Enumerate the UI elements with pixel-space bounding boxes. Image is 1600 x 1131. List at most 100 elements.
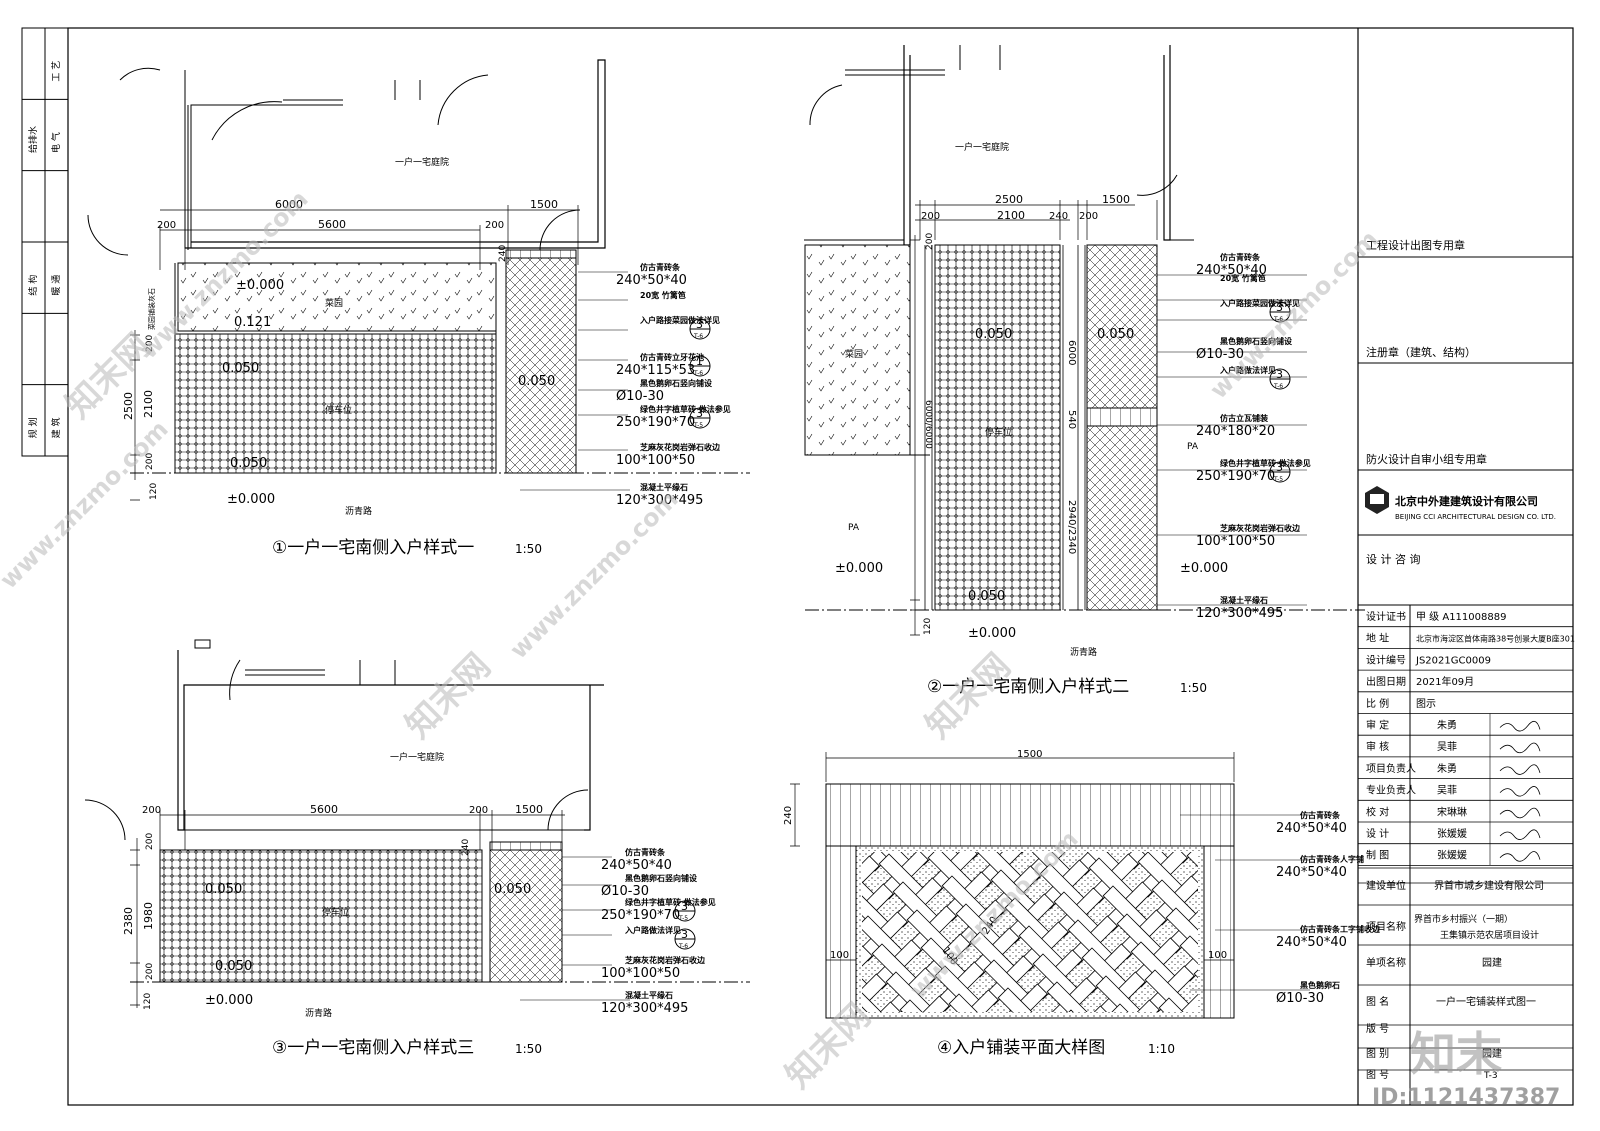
row-value: JS2021GC0009 (1415, 655, 1491, 666)
strip-label: 工 艺 (51, 61, 62, 82)
strip-label: 结 构 (27, 275, 39, 296)
herringbone-brick (1460, 868, 1509, 917)
view-1-scale: 1:50 (515, 542, 542, 556)
row-value: 朱勇 (1437, 763, 1457, 775)
note-name: 绿色井字植草砖 做法参见 (640, 404, 731, 414)
category-value: 园建 (1482, 1047, 1502, 1060)
herringbone-brick (1292, 744, 1341, 793)
note-spec: 240*115*53 (616, 363, 695, 378)
signature (1499, 764, 1541, 775)
herringbone-brick (1158, 997, 1184, 1012)
herringbone-brick (1383, 818, 1432, 867)
view-1-level-4: 0.050 (518, 374, 555, 389)
herringbone-brick (1257, 778, 1306, 827)
signature (1499, 851, 1541, 862)
detail-ref-number: 3 (681, 900, 688, 913)
note-name: 20宽 竹篱笆 (640, 290, 686, 300)
herringbone-brick (899, 999, 923, 1012)
herringbone-brick (1271, 1010, 1320, 1059)
signature (1499, 829, 1541, 840)
herringbone-brick (1229, 926, 1278, 975)
consult-label: 设 计 咨 询 (1366, 552, 1421, 566)
strip-label: 规 划 (27, 417, 39, 438)
note-name: 仿古立瓦铺装 (1220, 413, 1268, 423)
note-name: 绿色井字植草砖 做法参见 (625, 897, 716, 907)
herringbone-brick (1193, 969, 1198, 979)
herringbone-brick (1341, 946, 1390, 995)
detail-ref-sheet: T-5 (678, 915, 688, 922)
drawing-label: 图 名 (1366, 995, 1389, 1008)
view-3-title: ③一户一宅南侧入户样式三 (272, 1038, 474, 1058)
signature (1499, 807, 1541, 819)
stamp-3: 防火设计自审小组专用章 (1366, 452, 1487, 466)
signature (1499, 742, 1541, 754)
number-label: 图 号 (1366, 1069, 1389, 1081)
detail-ref-sheet: T-6 (693, 333, 703, 340)
stamp-2: 注册章（建筑、结构） (1366, 345, 1476, 359)
view-4-dim-margin-r: 100 (1208, 950, 1227, 961)
view-2-level-6: ±0.000 (968, 626, 1016, 641)
note-spec: 240*50*40 (1196, 263, 1267, 278)
detail-ref-sheet: T-6 (693, 370, 703, 377)
herringbone-brick (862, 855, 880, 884)
detail-ref-number: 3 (681, 928, 688, 941)
view-2-dim-wall-r: 200 (1079, 211, 1098, 222)
view-2-vmain: 6000 (1066, 340, 1077, 365)
item-value: 园建 (1482, 956, 1502, 969)
detail-ref-sheet: T-5 (693, 422, 703, 429)
view-2-level-4: ±0.000 (1180, 561, 1228, 576)
herringbone-brick (1271, 1014, 1320, 1063)
herringbone-brick (1355, 970, 1404, 1019)
row-value: 张媛媛 (1437, 827, 1467, 840)
company-name-en: BEIJING CCI ARCHITECTURAL DESIGN CO. LTD… (1395, 513, 1556, 521)
view-2-dim-wall-l: 200 (921, 211, 940, 222)
row-value: 2021年09月 (1416, 675, 1474, 688)
herringbone-brick (732, 872, 781, 921)
view-1-level-1: ±0.000 (236, 278, 284, 293)
note-name: 黑色鹅卵石 (1300, 980, 1340, 990)
view-2-pa-right: PA (1187, 442, 1199, 452)
view-1-vtotal: 2500 (122, 392, 135, 420)
herringbone-brick (1093, 1005, 1107, 1012)
view-1-v1: 200 (145, 335, 155, 352)
note-name: 仿古青砖条工字铺收边 (1300, 924, 1381, 934)
view-2-dim-main: 2100 (997, 209, 1025, 222)
detail-ref-sheet: T-6 (678, 943, 688, 950)
herringbone-brick (1425, 902, 1474, 951)
title-block-row: 地 址北京市海淀区首体南路38号创景大厦B座301 (1366, 632, 1575, 645)
note-name: 芝麻灰花岗岩弹石收边 (625, 955, 706, 965)
herringbone-brick (1124, 1032, 1173, 1081)
strip-label: 给排水 (27, 126, 39, 153)
view-1-road: 沥青路 (345, 505, 372, 517)
title-block-row: 设计编号 JS2021GC0009 (1366, 653, 1491, 666)
view-3-dim-wall-r: 200 (469, 805, 488, 816)
view-2-level-2: 0.050 (1097, 327, 1134, 342)
view-2-dim-total: 2500 (995, 193, 1023, 206)
view-1-parking: 停车位 (325, 404, 352, 416)
view-1-vcurb: 120 (149, 483, 159, 500)
row-label: 设计编号 (1366, 653, 1406, 666)
herringbone-brick (1186, 852, 1198, 868)
sheet-border (67, 27, 1574, 1106)
herringbone-brick (1068, 1009, 1074, 1012)
herringbone-brick (1320, 1008, 1369, 1057)
note-spec: 240*50*40 (616, 273, 687, 288)
project-label: 项目名称 (1366, 920, 1406, 933)
strip-label: 暖 通 (50, 275, 62, 296)
view-1-dim-side: 1500 (530, 198, 558, 211)
note-name: 黑色鹅卵石竖向铺设 (1220, 336, 1292, 346)
view-1-plan (87, 59, 750, 501)
herringbone-brick (862, 945, 873, 967)
herringbone-brick (1136, 999, 1160, 1012)
row-value: 北京市海淀区首体南路38号创景大厦B座301 (1416, 634, 1575, 644)
view-3-dim-main: 5600 (310, 803, 338, 816)
view-1-garden: 菜园 (325, 297, 343, 309)
owner-value: 界首市城乡建设有限公司 (1434, 879, 1544, 892)
company-name-cn: 北京中外建建筑设计有限公司 (1395, 494, 1538, 508)
note-spec: 250*190*70 (601, 908, 680, 923)
